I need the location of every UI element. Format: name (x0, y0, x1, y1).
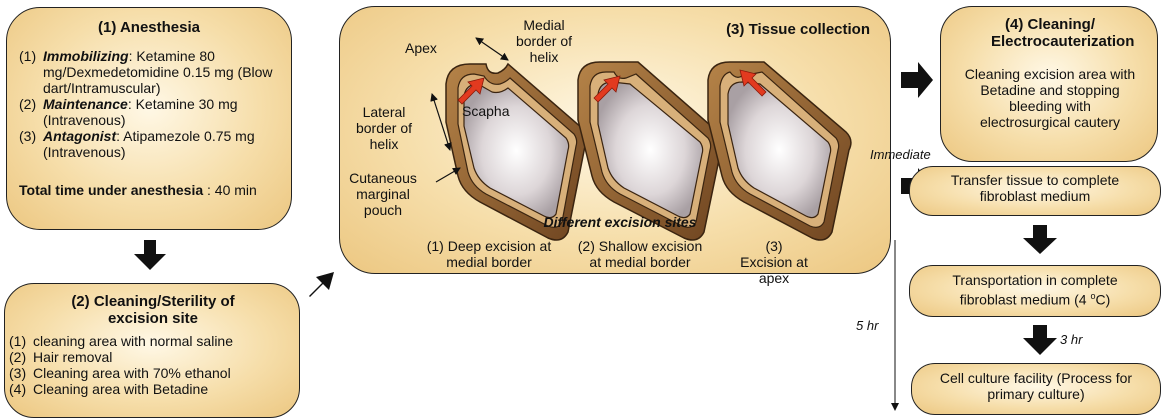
time-3hr-label: 3 hr (1060, 332, 1082, 347)
medial-border-arrow (476, 38, 508, 60)
excision-site-3: (3) Excision at apex (738, 238, 810, 286)
arrow-transport-to-facility (1023, 325, 1057, 355)
label-pouch: Cutaneous marginal pouch (345, 170, 421, 218)
label-apex: Apex (405, 40, 437, 56)
label-medial-border: Medial border of helix (507, 17, 581, 65)
electrocauterization-box: (4) Cleaning/ Electrocauterization Clean… (940, 6, 1158, 162)
arrow-transfer-to-transport (1023, 225, 1057, 254)
transfer-text: Transfer tissue to complete fibroblast m… (951, 172, 1119, 204)
label-scapha: Scapha (462, 103, 509, 119)
transport-box: Transportation in complete fibroblast me… (909, 265, 1161, 317)
electrocauterization-title: (4) Cleaning/ Electrocauterization (991, 16, 1109, 50)
facility-box: Cell culture facility (Process for prima… (911, 363, 1161, 415)
arrow-collection-to-electro (901, 62, 933, 98)
excision-site-1: (1) Deep excision at medial border (414, 238, 564, 270)
excision-site-2: (2) Shallow excision at medial border (570, 238, 710, 270)
facility-text: Cell culture facility (Process for prima… (940, 370, 1132, 402)
label-lateral-border: Lateral border of helix (354, 104, 414, 152)
time-5hr-label: 5 hr (856, 318, 878, 333)
immediate-label: Immediate (870, 147, 931, 162)
pouch-pointer (436, 168, 460, 182)
transport-text: Transportation in complete fibroblast me… (952, 272, 1117, 308)
electrocauterization-text: Cleaning excision area with Betadine and… (963, 66, 1137, 130)
transport-unit: C) (1095, 292, 1110, 308)
arrow-anesthesia-to-cleaning (134, 240, 166, 270)
arrow-cleaning-to-collection (309, 272, 334, 297)
excision-sites-title: Different excision sites (520, 214, 720, 230)
ear-diagram-3 (708, 62, 851, 240)
transfer-box: Transfer tissue to complete fibroblast m… (909, 166, 1161, 216)
